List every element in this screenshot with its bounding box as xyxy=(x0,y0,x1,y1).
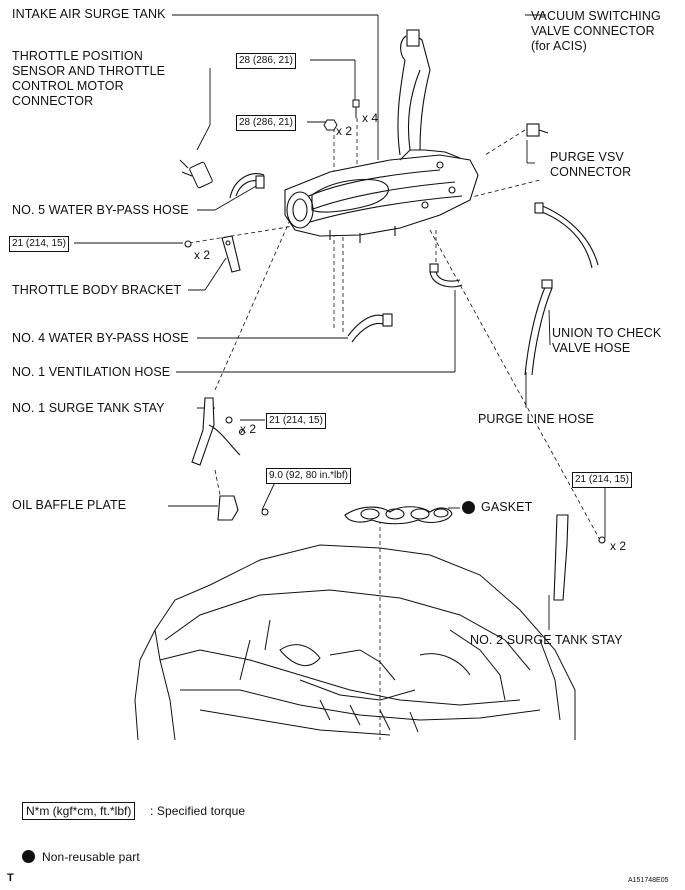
top-fasteners xyxy=(323,99,360,131)
intake-surge-tank-drawing xyxy=(284,29,479,243)
legend-torque-desc: : Specified torque xyxy=(150,804,246,818)
qty-nuts-x2: x 2 xyxy=(336,124,353,138)
legend-torque-unit: N*m (kgf*cm, ft.*lbf) xyxy=(22,802,136,820)
label-purge-line-hose: PURGE LINE HOSE xyxy=(478,412,595,426)
leader-lines xyxy=(74,14,606,630)
qty-bracket-x2: x 2 xyxy=(194,248,211,262)
no2-stay-drawing xyxy=(553,514,606,601)
label-oil-baffle-plate: OIL BAFFLE PLATE xyxy=(12,498,127,512)
label-intake-air-surge-tank: INTAKE AIR SURGE TANK xyxy=(12,7,166,21)
torque-box-surge-tank-bolt: 28 (286, 21) xyxy=(236,53,296,69)
label-no1-surge-tank-stay: NO. 1 SURGE TANK STAY xyxy=(12,401,165,415)
qty-stay1-x2: x 2 xyxy=(240,422,257,436)
corner-mark: T xyxy=(7,872,14,884)
label-purge-vsv-connector: PURGE VSV CONNECTOR xyxy=(550,150,632,179)
torque-box-stay1: 21 (214, 15) xyxy=(266,413,326,429)
throttle-bracket-drawing xyxy=(184,235,241,273)
throttle-connector-drawing xyxy=(179,159,213,189)
figure-id: A151748E05 xyxy=(628,877,669,884)
gasket-drawing xyxy=(344,506,453,525)
torque-box-throttle-bracket: 21 (214, 15) xyxy=(9,236,69,252)
torque-box-baffle: 9.0 (92, 80 in.*lbf) xyxy=(266,468,351,484)
torque-box-stay2: 21 (214, 15) xyxy=(572,472,632,488)
torque-box-surge-tank-nut: 28 (286, 21) xyxy=(236,115,296,131)
no1-stay-drawing xyxy=(191,397,246,466)
label-throttle-position-sensor: THROTTLE POSITION SENSOR AND THROTTLE CO… xyxy=(12,49,166,108)
label-no2-surge-tank-stay: NO. 2 SURGE TANK STAY xyxy=(470,633,623,647)
nonreusable-dot-gasket xyxy=(462,501,475,514)
legend-nonreusable-dot xyxy=(22,850,35,863)
no5-hose-drawing xyxy=(229,173,265,199)
label-no5-water-bypass-hose: NO. 5 WATER BY-PASS HOSE xyxy=(12,203,189,217)
label-vacuum-switching-valve: VACUUM SWITCHING VALVE CONNECTOR (for AC… xyxy=(531,9,661,53)
no4-hose-drawing xyxy=(347,313,393,343)
label-union-to-check-valve-hose: UNION TO CHECK VALVE HOSE xyxy=(552,326,662,355)
engine-bay-drawing xyxy=(134,544,576,741)
oil-baffle-drawing xyxy=(217,495,269,521)
label-gasket: GASKET xyxy=(481,500,533,514)
label-no1-ventilation-hose: NO. 1 VENTILATION HOSE xyxy=(12,365,171,379)
label-throttle-body-bracket: THROTTLE BODY BRACKET xyxy=(12,283,182,297)
qty-stay2-x2: x 2 xyxy=(610,539,627,553)
qty-bolts-x4: x 4 xyxy=(362,111,379,125)
legend-nonreusable-desc: Non-reusable part xyxy=(42,850,140,864)
right-hoses-drawing xyxy=(429,123,599,376)
label-no4-water-bypass-hose: NO. 4 WATER BY-PASS HOSE xyxy=(12,331,189,345)
